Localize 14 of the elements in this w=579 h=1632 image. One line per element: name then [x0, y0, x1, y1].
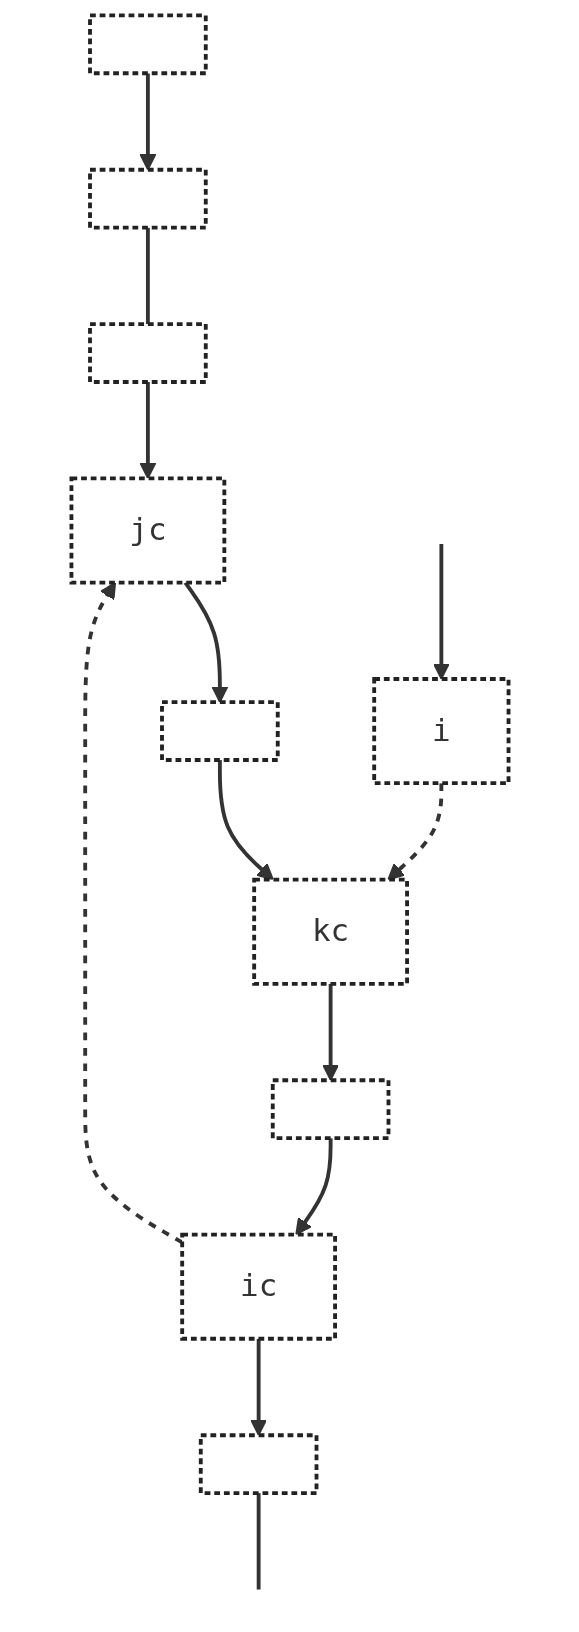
- connector: [256, 1493, 261, 1590]
- node-box: [198, 1433, 318, 1495]
- arrow: [432, 544, 450, 680]
- node-box: [87, 167, 208, 230]
- node-box: i: [371, 677, 510, 786]
- node-box: jc: [69, 476, 226, 585]
- arrow: [249, 1338, 267, 1436]
- node-box: [159, 700, 280, 762]
- node-box: [270, 1078, 390, 1141]
- node-box: ic: [179, 1232, 337, 1341]
- node-box: kc: [251, 877, 409, 986]
- node-box: [87, 322, 208, 384]
- connector: [145, 227, 150, 325]
- node-box: [87, 13, 208, 76]
